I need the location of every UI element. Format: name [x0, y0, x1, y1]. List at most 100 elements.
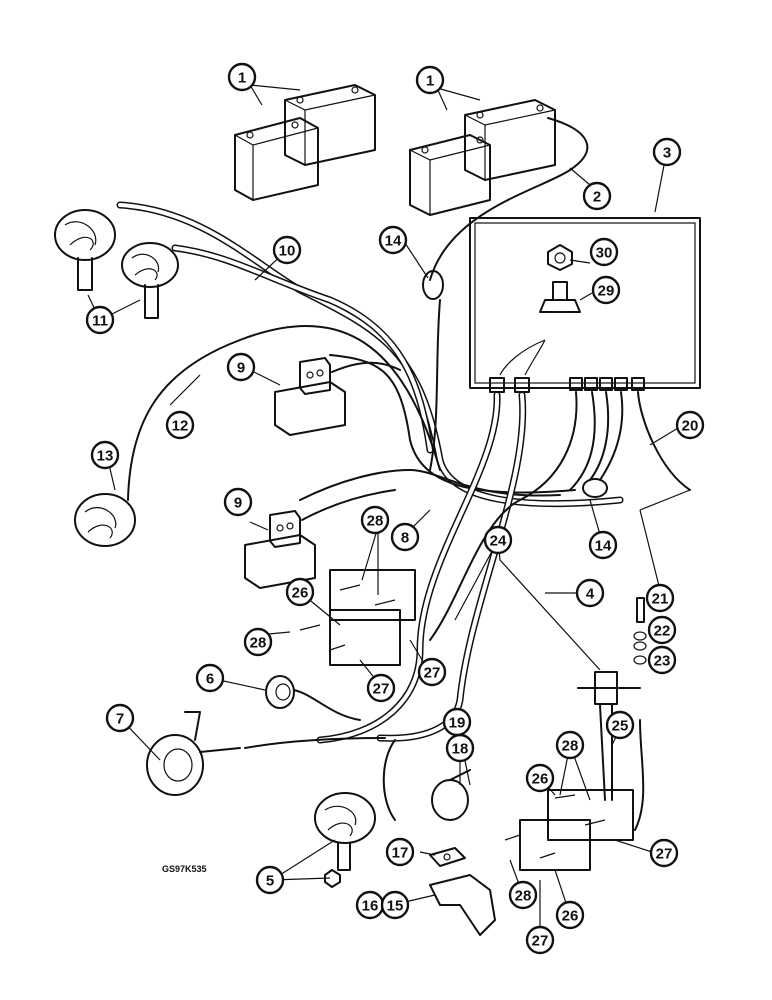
- callout-2: 2: [582, 181, 612, 211]
- callout-number: 22: [654, 623, 671, 640]
- callout-number: 30: [596, 245, 613, 262]
- horn: [146, 711, 241, 796]
- lamp-left: [74, 493, 136, 547]
- battery-right-pair: [409, 99, 589, 281]
- callout-number: 14: [595, 538, 612, 555]
- callout-28: 28: [555, 730, 585, 760]
- callout-26: 26: [285, 577, 315, 607]
- callout-17: 17: [385, 837, 415, 867]
- callout-11: 11: [85, 305, 115, 335]
- callout-circle: [390, 522, 420, 552]
- callout-22: 22: [647, 615, 677, 645]
- callout-number: 26: [292, 585, 309, 602]
- callout-12: 12: [165, 410, 195, 440]
- callout-1: 1: [415, 65, 445, 95]
- battery-left-pair: [234, 84, 376, 201]
- callout-number: 28: [367, 513, 384, 530]
- callout-circle: [417, 657, 447, 687]
- callout-circle: [223, 487, 253, 517]
- callout-circle: [647, 615, 677, 645]
- callout-number: 7: [116, 711, 124, 728]
- callout-circle: [508, 880, 538, 910]
- callout-28: 28: [360, 505, 390, 535]
- callout-number: 29: [598, 283, 615, 300]
- callout-27: 27: [649, 838, 679, 868]
- callout-number: 19: [449, 715, 466, 732]
- callout-circle: [483, 525, 513, 555]
- callout-number: 15: [387, 898, 404, 915]
- callout-number: 5: [266, 873, 274, 890]
- callout-number: 21: [652, 591, 669, 608]
- callout-number: 1: [426, 73, 434, 90]
- callout-circle: [582, 181, 612, 211]
- callout-circle: [378, 225, 408, 255]
- callout-circle: [591, 275, 621, 305]
- callout-number: 4: [586, 586, 595, 603]
- callout-circle: [85, 305, 115, 335]
- callout-circle: [555, 730, 585, 760]
- callout-21: 21: [645, 583, 675, 613]
- callout-26: 26: [525, 763, 555, 793]
- callout-18: 18: [445, 733, 475, 763]
- callout-number: 3: [663, 145, 671, 162]
- callout-circle: [605, 710, 635, 740]
- callout-13: 13: [90, 440, 120, 470]
- callout-number: 28: [250, 635, 267, 652]
- bracket: [429, 874, 496, 936]
- callout-26: 26: [555, 900, 585, 930]
- callout-circle: [415, 65, 445, 95]
- lamp-upper-left: [54, 209, 116, 291]
- callout-number: 28: [515, 888, 532, 905]
- relay-board-right: [504, 789, 634, 871]
- callout-number: 9: [237, 360, 245, 377]
- callout-number: 9: [234, 495, 242, 512]
- callout-27: 27: [417, 657, 447, 687]
- callout-circle: [652, 137, 682, 167]
- callout-circle: [105, 703, 135, 733]
- callout-20: 20: [675, 410, 705, 440]
- callout-number: 13: [97, 448, 114, 465]
- callout-29: 29: [591, 275, 621, 305]
- callout-9: 9: [223, 487, 253, 517]
- callout-number: 26: [532, 771, 549, 788]
- callout-circle: [525, 763, 555, 793]
- box-grommets: [489, 377, 645, 393]
- callout-number: 18: [452, 741, 469, 758]
- callout-circle: [243, 627, 273, 657]
- clip: [429, 847, 466, 867]
- callout-27: 27: [366, 673, 396, 703]
- callout-number: 27: [656, 846, 673, 863]
- callout-circle: [645, 583, 675, 613]
- callout-circle: [649, 838, 679, 868]
- callout-28: 28: [508, 880, 538, 910]
- callout-6: 6: [195, 663, 225, 693]
- callout-5: 5: [255, 865, 285, 895]
- callout-number: 12: [172, 418, 189, 435]
- callout-3: 3: [652, 137, 682, 167]
- callout-circle: [675, 410, 705, 440]
- callout-27: 27: [525, 925, 555, 955]
- callout-8: 8: [390, 522, 420, 552]
- wire-clamp: [431, 769, 471, 821]
- callout-circle: [575, 578, 605, 608]
- callout-number: 28: [562, 738, 579, 755]
- callout-circle: [588, 530, 618, 560]
- callout-circle: [226, 352, 256, 382]
- callout-circle: [255, 865, 285, 895]
- callout-circle: [525, 925, 555, 955]
- callout-number: 23: [654, 653, 671, 670]
- callout-circle: [272, 235, 302, 265]
- callout-16: 16: [355, 890, 385, 920]
- callout-circle: [90, 440, 120, 470]
- hardware-bolt-washers: [633, 597, 647, 665]
- callout-19: 19: [442, 707, 472, 737]
- callout-number: 20: [682, 418, 699, 435]
- callout-number: 10: [279, 243, 296, 260]
- callout-number: 24: [490, 533, 507, 550]
- callout-14: 14: [378, 225, 408, 255]
- solenoid-valve-upper: [274, 357, 401, 436]
- callout-number: 16: [362, 898, 379, 915]
